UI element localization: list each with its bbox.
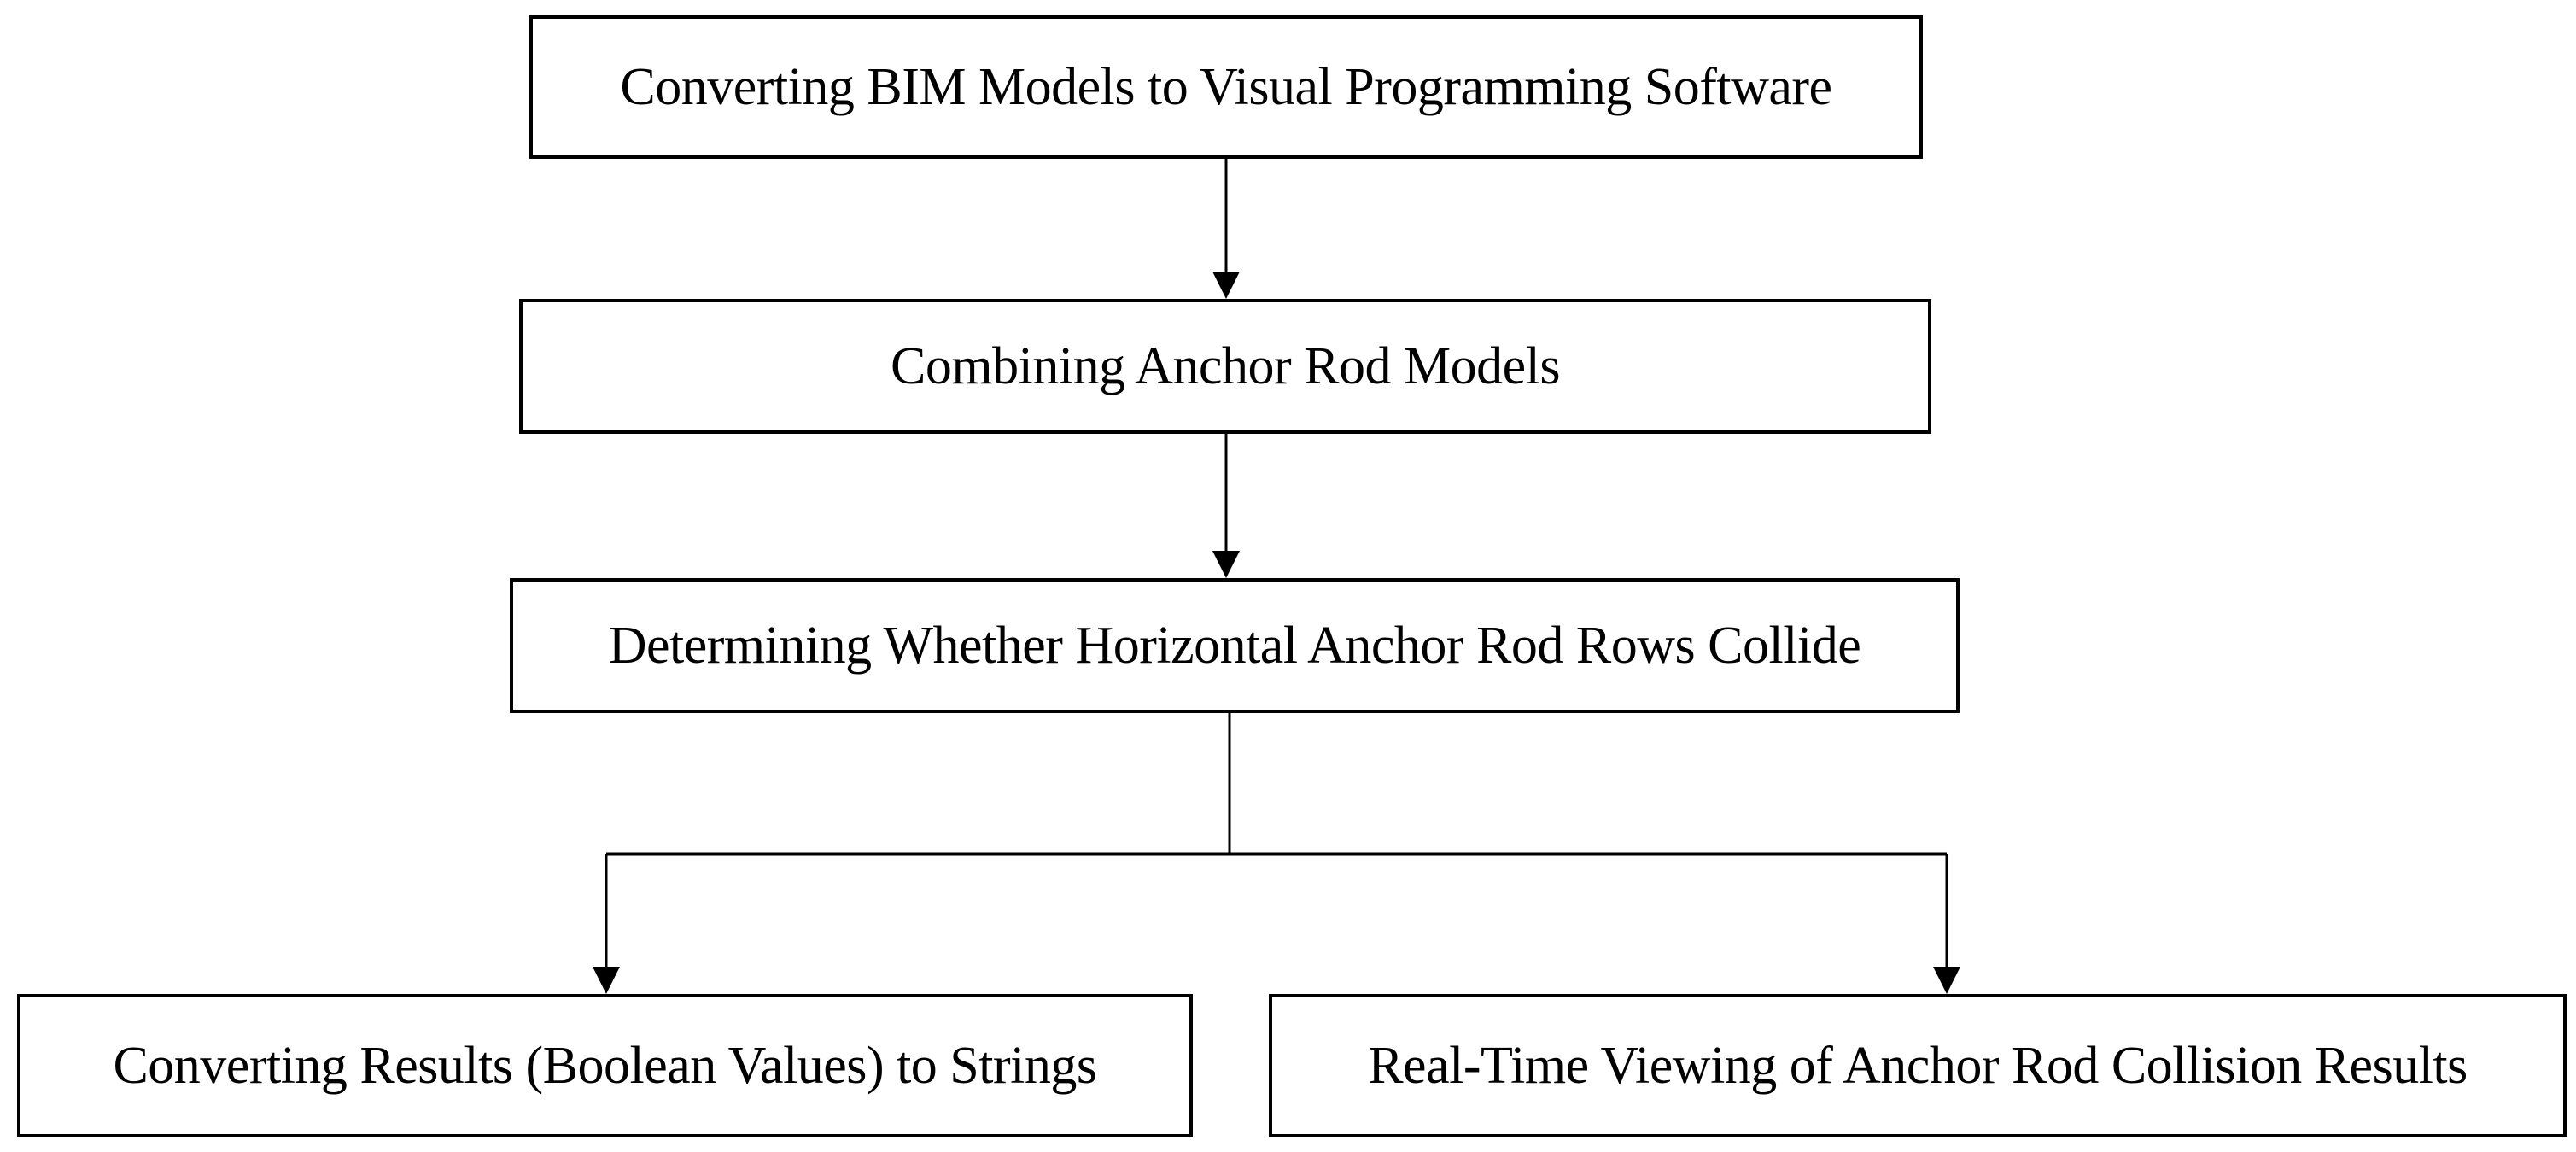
edge-determine-collide-to-realtime-view [1933,854,1960,994]
node-convert-bim-models: Converting BIM Models to Visual Programm… [529,15,1923,159]
node-label: Real-Time Viewing of Anchor Rod Collisio… [1368,1036,2468,1095]
edge-combine-rods-to-determine-collide [1212,434,1240,578]
node-label: Converting BIM Models to Visual Programm… [620,57,1832,116]
node-determine-collision: Determining Whether Horizontal Anchor Ro… [510,578,1960,713]
node-label: Converting Results (Boolean Values) to S… [113,1036,1097,1095]
node-combine-anchor-rod-models: Combining Anchor Rod Models [519,299,1931,434]
edge-convert-bim-to-combine-rods [1212,159,1240,299]
node-label: Combining Anchor Rod Models [891,336,1560,395]
edge-determine-collide-to-convert-results [593,854,620,994]
node-label: Determining Whether Horizontal Anchor Ro… [608,616,1861,675]
node-realtime-viewing: Real-Time Viewing of Anchor Rod Collisio… [1269,994,2567,1137]
edge-determine-collide-branch [606,713,1947,856]
node-convert-results-to-strings: Converting Results (Boolean Values) to S… [17,994,1193,1137]
